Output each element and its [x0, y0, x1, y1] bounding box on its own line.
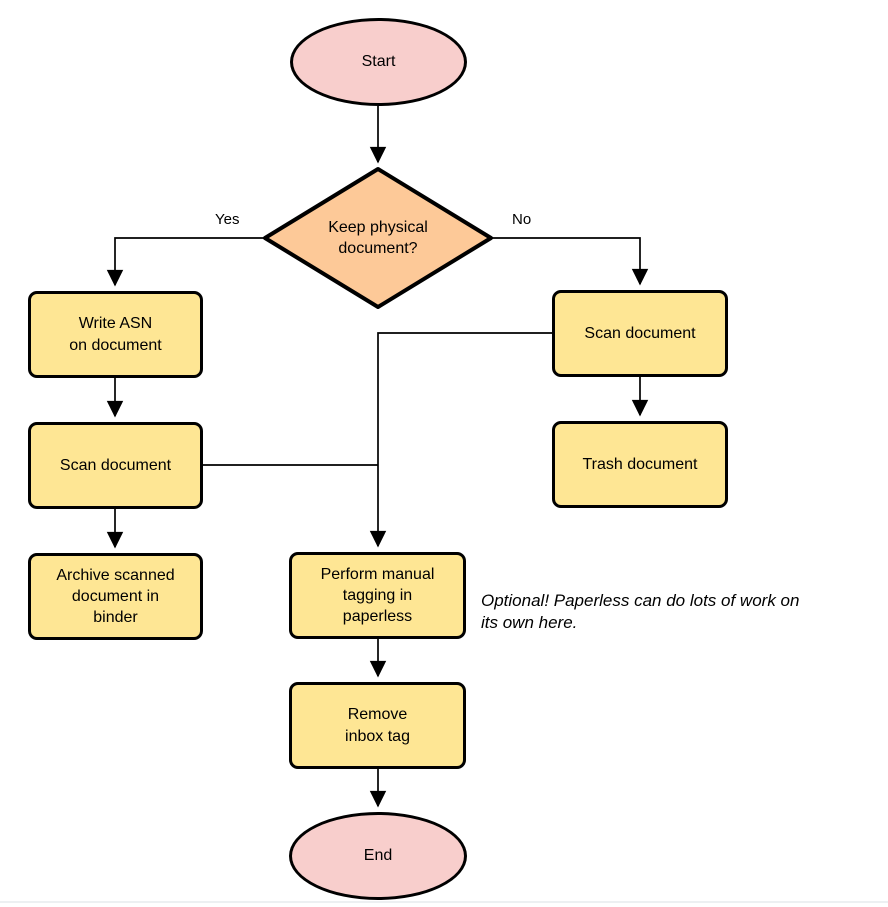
node-end: End — [289, 812, 467, 900]
node-decision-shape — [263, 167, 493, 309]
node-start-label: Start — [361, 53, 396, 71]
node-trash-document-label: Trash document — [582, 455, 698, 473]
node-start: Start — [290, 18, 467, 106]
node-end-label: End — [363, 847, 393, 865]
node-archive-document-label: Archive scanned document in binder — [56, 566, 175, 627]
node-scan-document-right-label: Scan document — [584, 324, 696, 342]
node-manual-tagging: Perform manual tagging in paperless — [289, 552, 466, 639]
node-trash-document: Trash document — [552, 421, 728, 508]
node-scan-document-right: Scan document — [552, 290, 728, 377]
optional-note: Optional! Paperless can do lots of work … — [481, 591, 800, 633]
node-remove-inbox-tag-label: Remove inbox tag — [345, 706, 410, 745]
node-write-asn-label: Write ASN on document — [69, 315, 162, 354]
edge-scan-right-to-tagging — [369, 332, 552, 548]
node-scan-document-left: Scan document — [28, 422, 203, 509]
node-decision-label: Keep physical document? — [328, 218, 428, 257]
node-remove-inbox-tag: Remove inbox tag — [289, 682, 466, 769]
edge-decision-no-to-scan-right — [491, 237, 649, 286]
node-write-asn: Write ASN on document — [28, 291, 203, 378]
edge-decision-yes-to-write-asn — [106, 237, 265, 287]
edge-label-yes: Yes — [212, 211, 243, 228]
node-archive-document: Archive scanned document in binder — [28, 553, 203, 640]
bottom-separator — [0, 901, 888, 903]
node-decision: Keep physical document? — [262, 166, 494, 310]
edge-label-no: No — [509, 211, 535, 228]
node-scan-document-left-label: Scan document — [59, 456, 172, 474]
node-manual-tagging-label: Perform manual tagging in paperless — [320, 565, 435, 626]
